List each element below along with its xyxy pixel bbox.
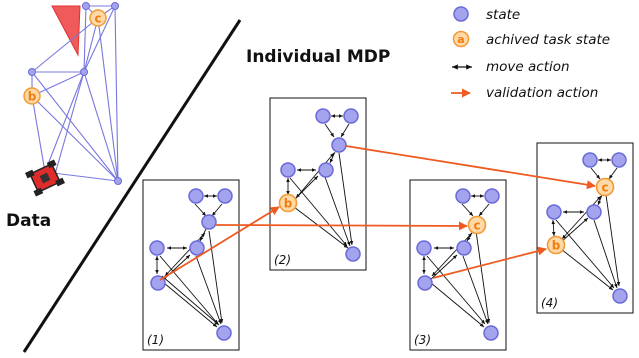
svg-text:b: b	[28, 90, 37, 104]
task-state-label: b	[284, 197, 293, 211]
legend: state a achived task state move action v…	[451, 7, 610, 101]
field-of-view-icon	[52, 6, 80, 55]
legend-task-label: achived task state	[486, 32, 610, 48]
task-state-label: c	[473, 219, 480, 233]
robot-icon	[25, 159, 65, 196]
map-task-b: b	[24, 88, 40, 104]
mdp-panel-3: (3) c	[410, 180, 506, 350]
legend-state-icon	[454, 7, 468, 21]
task-state-label: b	[552, 239, 561, 253]
mdp-panel-1: (1)	[143, 180, 239, 350]
legend-validation-label: validation action	[486, 85, 598, 101]
separator-line	[24, 20, 240, 352]
mdp-panel-2: (2) b	[270, 98, 366, 270]
data-map: c b Data	[6, 3, 122, 232]
diagram-title: Individual MDP	[246, 47, 390, 67]
validation-arrows	[160, 146, 595, 280]
legend-state-label: state	[486, 7, 520, 23]
panel-label: (1)	[147, 333, 164, 347]
task-state-label: c	[601, 181, 608, 195]
data-label: Data	[6, 211, 51, 231]
legend-task-letter: a	[457, 33, 464, 46]
panel-label: (4)	[541, 296, 558, 310]
legend-move-label: move action	[486, 59, 570, 75]
panel-label: (3)	[414, 333, 431, 347]
panel-label: (2)	[274, 253, 291, 267]
svg-text:c: c	[94, 12, 101, 26]
map-task-c: c	[90, 10, 106, 26]
mdp-panel-4: (4) c b	[537, 143, 633, 313]
